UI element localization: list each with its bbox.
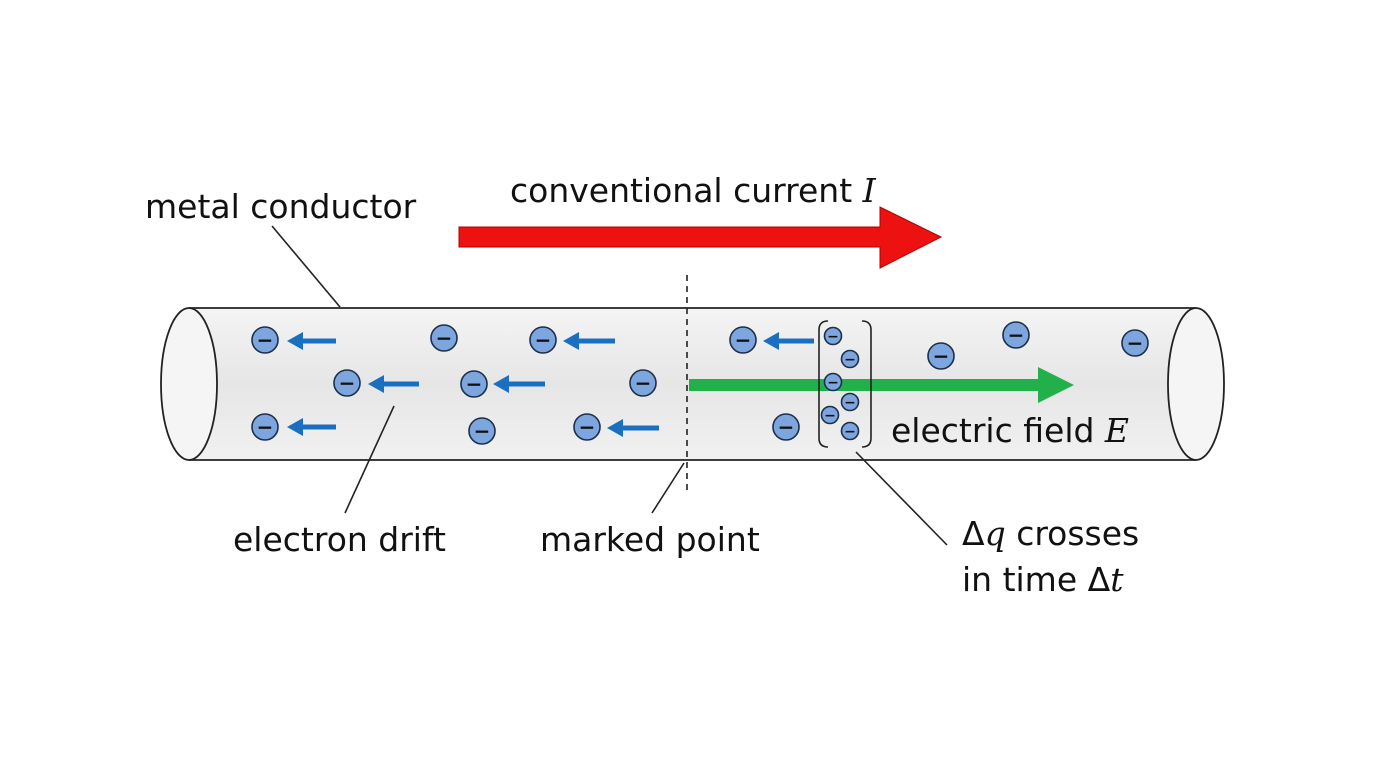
electron: − — [251, 413, 279, 441]
label-delta-q-crosses: Δq crosses — [962, 514, 1139, 553]
delta-q-symbol: q — [985, 514, 1006, 553]
label-marked-point: marked point — [540, 520, 760, 559]
electron-sign: − — [844, 352, 856, 368]
electron-sign: − — [257, 328, 274, 352]
electron-sign: − — [635, 371, 652, 395]
time-prefix: in time Δ — [962, 560, 1111, 599]
conventional-current-arrow — [458, 206, 943, 269]
electron-sign: − — [827, 375, 839, 391]
drift-arrow — [563, 332, 615, 350]
electron: − — [430, 324, 458, 352]
electron-sign: − — [827, 329, 839, 345]
leader-marked-point — [651, 462, 685, 514]
electron-sign: − — [933, 344, 950, 368]
electron: − — [820, 405, 840, 425]
time-symbol: t — [1110, 560, 1124, 599]
electron-sign: − — [466, 372, 483, 396]
bracket-left — [818, 320, 829, 448]
drift-arrows — [287, 332, 814, 437]
electron-sign: − — [778, 415, 795, 439]
conductor-right-end — [1167, 307, 1225, 461]
electron: − — [251, 326, 279, 354]
electron-sign: − — [1008, 323, 1025, 347]
electron: − — [629, 369, 657, 397]
label-metal-conductor: metal conductor — [145, 187, 417, 226]
leader-electron-drift — [344, 405, 395, 514]
electron: − — [840, 421, 860, 441]
electron-sign: − — [844, 395, 856, 411]
label-electric-field: electric field E — [891, 411, 1129, 450]
electron: − — [729, 326, 757, 354]
electric-field-text: electric field — [891, 411, 1105, 450]
electron-sign: − — [579, 415, 596, 439]
electron: − — [333, 369, 361, 397]
electron: − — [840, 349, 860, 369]
drift-arrow — [287, 332, 336, 350]
electron: − — [823, 326, 843, 346]
electron: − — [529, 326, 557, 354]
conventional-current-text: conventional current — [510, 171, 863, 210]
current-symbol: I — [862, 171, 877, 210]
label-conventional-current: conventional current I — [510, 171, 877, 210]
delta-q-prefix: Δ — [962, 514, 985, 553]
electron-sign: − — [339, 371, 356, 395]
drift-arrow — [607, 419, 659, 437]
field-symbol: E — [1104, 411, 1129, 450]
drift-arrow — [287, 418, 336, 436]
electron-sign: − — [257, 415, 274, 439]
drift-arrow — [368, 375, 419, 393]
electron: − — [772, 413, 800, 441]
electron-sign: − — [844, 424, 856, 440]
electron-sign: − — [824, 408, 836, 424]
delta-q-bracket — [818, 320, 872, 448]
delta-q-electrons: −−−−−− — [820, 326, 860, 441]
electrons: −−−−−−−−−−−−−− — [251, 321, 1149, 445]
electron: − — [468, 417, 496, 445]
electron: − — [927, 342, 955, 370]
electron-sign: − — [535, 328, 552, 352]
electron: − — [460, 370, 488, 398]
electron: − — [573, 413, 601, 441]
electron-sign: − — [474, 419, 491, 443]
conductor-left-end — [160, 307, 218, 461]
label-electron-drift: electron drift — [233, 520, 446, 559]
drift-arrow — [763, 332, 814, 350]
electron: − — [1121, 329, 1149, 357]
electron-sign: − — [436, 326, 453, 350]
electron: − — [840, 392, 860, 412]
drift-arrow — [493, 375, 545, 393]
delta-q-rest: crosses — [1006, 514, 1140, 553]
electron-sign: − — [735, 328, 752, 352]
label-in-time: in time Δt — [962, 560, 1124, 599]
leader-metal-conductor — [271, 225, 341, 308]
bracket-right — [861, 320, 872, 448]
electron: − — [1002, 321, 1030, 349]
leader-delta-q — [855, 451, 948, 546]
electric-field-arrow — [689, 367, 1074, 403]
electron: − — [823, 372, 843, 392]
electron-sign: − — [1127, 331, 1144, 355]
